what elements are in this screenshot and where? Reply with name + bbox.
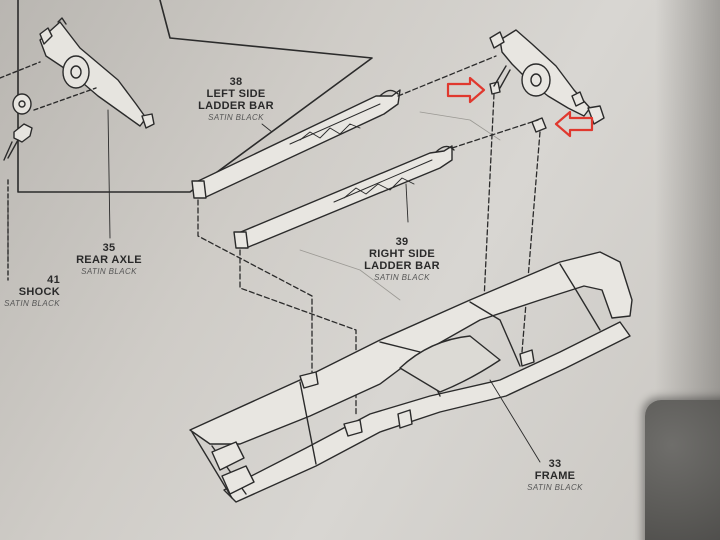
part-number: 35: [102, 242, 116, 254]
left-bar-leader: [261, 123, 273, 133]
red-arrow-left: [554, 110, 594, 138]
left-ladder-bar-drawing: [191, 89, 401, 199]
label-frame: 33 FRAME SATIN BLACK: [510, 458, 600, 494]
part-number: 41: [47, 274, 60, 286]
label-shock: 41 SHOCK SATIN BLACK: [0, 274, 60, 310]
part-name: FRAME: [534, 470, 576, 482]
part-name: REAR AXLE: [76, 254, 142, 266]
part-name: RIGHT SIDE: [369, 248, 435, 260]
stone-object: [645, 400, 720, 540]
guide-line-axle-to-frame: [483, 93, 495, 301]
inset-box-outline: [17, 0, 373, 193]
axle-assembly-drawing: [489, 29, 605, 133]
part-finish: SATIN BLACK: [527, 483, 583, 492]
guide-line-left-bar-to-axle: [397, 55, 497, 97]
frame-drawing: [189, 251, 633, 503]
guide-line-right-bar-to-axle: [451, 119, 539, 149]
part-number: 33: [548, 458, 562, 470]
part-number: 38: [229, 76, 243, 88]
part-name: SHOCK: [18, 286, 60, 298]
inset-guide-line: [0, 61, 41, 79]
guide-line-axle-to-frame: [521, 131, 541, 353]
right-bar-leader: [405, 183, 409, 223]
guide-line-left-bar-to-frame: [197, 199, 313, 373]
red-arrow-right: [446, 76, 486, 104]
label-left-ladder-bar: 38 LEFT SIDE LADDER BAR SATIN BLACK: [186, 76, 286, 124]
frame-leader: [489, 379, 541, 463]
right-ladder-bar-drawing: [233, 145, 455, 249]
part-name: LEFT SIDE: [206, 88, 266, 100]
rear-axle-drawing: [39, 17, 155, 129]
part-finish: SATIN BLACK: [208, 113, 264, 122]
part-number: 39: [395, 236, 409, 248]
part-name: LADDER BAR: [364, 260, 440, 272]
part-finish: SATIN BLACK: [81, 267, 137, 276]
part-name: LADDER BAR: [198, 100, 274, 112]
label-right-ladder-bar: 39 RIGHT SIDE LADDER BAR SATIN BLACK: [352, 236, 452, 284]
part-finish: SATIN BLACK: [4, 299, 60, 308]
faint-background-drawing: [299, 111, 501, 301]
inset-guide-line: [33, 87, 97, 111]
rear-axle-leader: [107, 109, 111, 239]
label-rear-axle: 35 REAR AXLE SATIN BLACK: [64, 242, 154, 278]
part-finish: SATIN BLACK: [374, 273, 430, 282]
inset-bracket-drawing: [3, 93, 33, 161]
